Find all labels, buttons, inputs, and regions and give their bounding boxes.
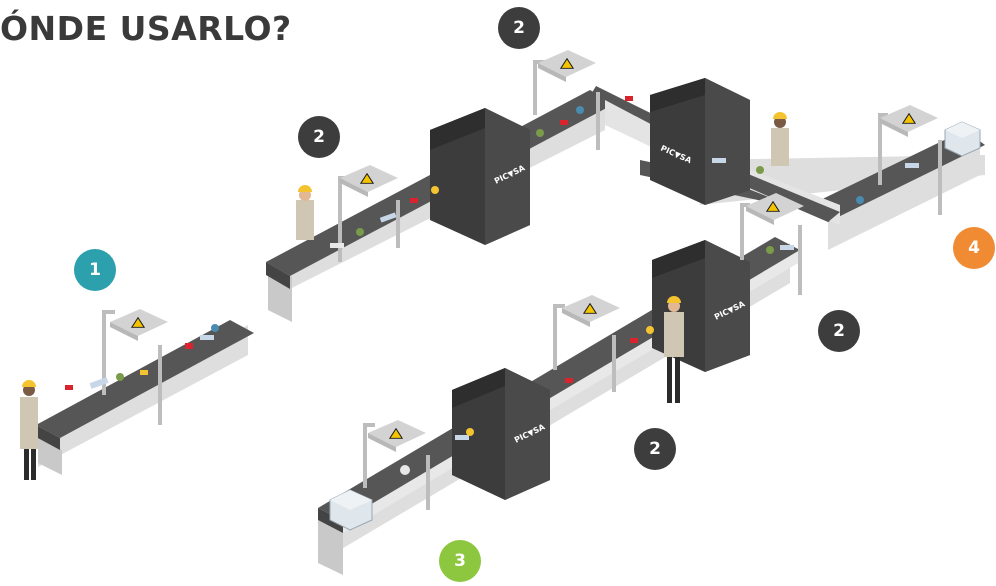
worker-figure [664,296,684,403]
scanner-machine-2: PIC▼SA [650,78,750,205]
left-conveyor-line [36,320,254,475]
step-badge-1: 1 [74,249,116,291]
step-badge-2: 2 [298,116,340,158]
scanner-machine-1: PIC▼SA [430,108,530,245]
worker-figure [771,112,789,166]
step-badge-2: 2 [634,428,676,470]
step-badge-4: 4 [953,227,995,269]
step-badge-2: 2 [498,7,540,49]
step-badge-3: 3 [439,540,481,582]
worker-figure [296,185,314,240]
worker-figure [20,380,38,480]
step-badge-2: 2 [818,310,860,352]
